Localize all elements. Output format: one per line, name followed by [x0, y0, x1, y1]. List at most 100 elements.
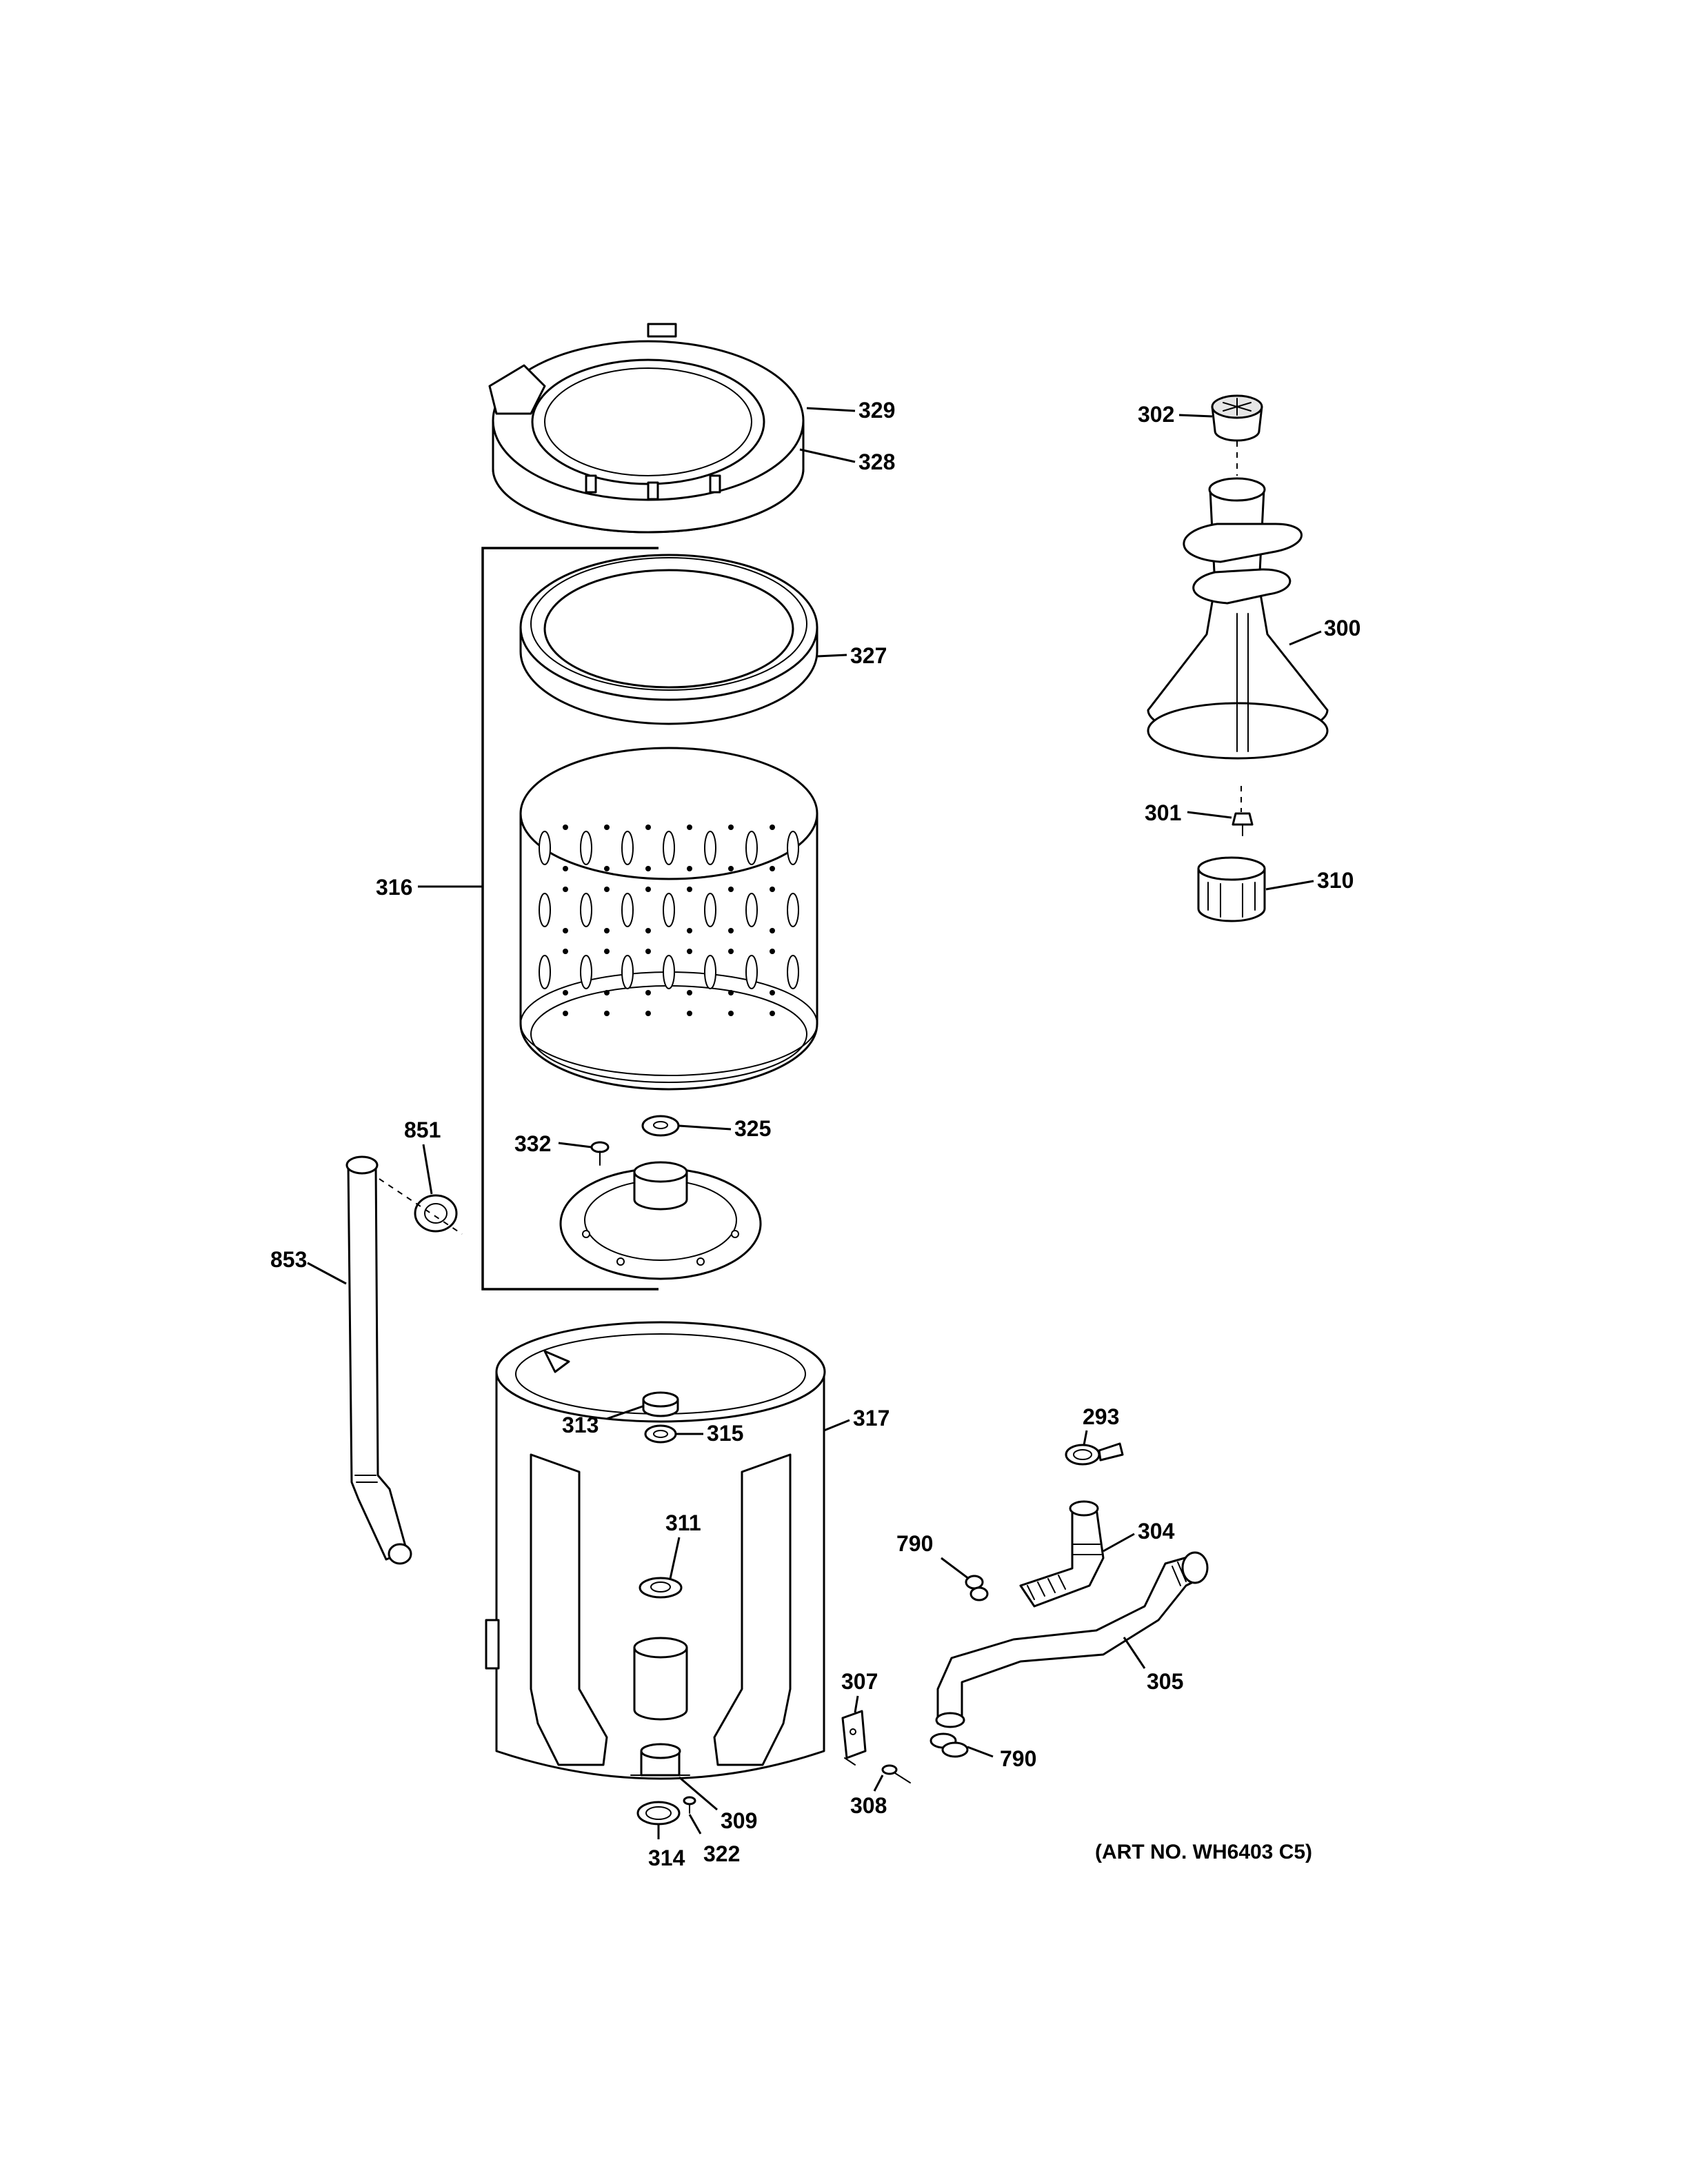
leader-305 — [1123, 1637, 1146, 1669]
basket-slot — [745, 955, 758, 989]
callout-327: 327 — [850, 643, 887, 668]
basket-slot — [539, 831, 551, 865]
callout-851: 851 — [404, 1118, 441, 1142]
hub-seal-part-311 — [639, 1577, 683, 1599]
basket-slot — [745, 831, 758, 865]
leader-332 — [558, 1142, 592, 1149]
callout-313: 313 — [562, 1413, 599, 1437]
callout-322: 322 — [703, 1841, 740, 1866]
basket-perforation — [770, 866, 775, 871]
basket-slot — [787, 955, 799, 989]
basket-slot — [704, 831, 716, 865]
callout-310: 310 — [1317, 868, 1354, 893]
basket-perforation — [770, 928, 775, 933]
siphon-hose-part-853 — [345, 1155, 412, 1565]
drain-hose-part-304 — [1019, 1500, 1105, 1608]
basket-perforation — [563, 949, 568, 954]
callout-309: 309 — [721, 1808, 757, 1833]
basket-perforation — [645, 825, 651, 830]
drain-hose-part-305 — [935, 1551, 1209, 1728]
bearing-part-313 — [642, 1391, 679, 1417]
callout-328: 328 — [858, 449, 895, 474]
basket-perforation — [770, 825, 775, 830]
basket-slot — [580, 893, 592, 927]
callout-301: 301 — [1145, 800, 1181, 825]
basket-perforation — [645, 990, 651, 995]
basket-perforation — [604, 866, 610, 871]
callout-853: 853 — [270, 1247, 307, 1272]
callout-790-lower: 790 — [1000, 1746, 1036, 1771]
screw-part-332 — [590, 1141, 610, 1166]
basket-perforation — [645, 928, 651, 933]
callout-300: 300 — [1324, 616, 1360, 640]
basket-perforation — [645, 887, 651, 892]
leader-851 — [422, 1144, 433, 1195]
leader-790-upper — [941, 1557, 969, 1580]
bracket-part-307 — [841, 1710, 867, 1766]
basket-slot — [621, 955, 634, 989]
basket-perforation — [728, 990, 734, 995]
basket-perforation — [770, 887, 775, 892]
basket-perforation — [687, 1011, 692, 1016]
basket-perforation — [563, 928, 568, 933]
leader-853 — [307, 1262, 347, 1285]
leader-304 — [1103, 1533, 1135, 1553]
basket-slot — [580, 831, 592, 865]
basket-perforation — [728, 825, 734, 830]
leader-293 — [1083, 1430, 1088, 1446]
basket-perforation — [687, 887, 692, 892]
agitator-part-300 — [1147, 477, 1329, 760]
wash-basket-part-316 — [519, 747, 818, 1091]
basket-perforation — [563, 887, 568, 892]
basket-perforation — [604, 887, 610, 892]
basket-perforation — [645, 866, 651, 871]
clamp-part-790-upper — [965, 1575, 989, 1601]
basket-perforation — [563, 825, 568, 830]
leader-301 — [1187, 811, 1232, 819]
basket-slot — [663, 831, 675, 865]
callout-311: 311 — [665, 1510, 701, 1535]
grommet-part-851 — [414, 1194, 458, 1233]
basket-slot — [704, 955, 716, 989]
callout-790-upper: 790 — [896, 1531, 933, 1556]
leader-309 — [679, 1776, 718, 1811]
seal-part-315 — [644, 1424, 677, 1444]
callout-329: 329 — [858, 398, 895, 423]
callout-315: 315 — [707, 1421, 743, 1446]
basket-perforation — [645, 949, 651, 954]
basket-perforation — [645, 1011, 651, 1016]
callout-307: 307 — [841, 1669, 878, 1694]
callout-314: 314 — [648, 1846, 685, 1870]
basket-slot — [621, 893, 634, 927]
basket-perforation — [728, 928, 734, 933]
basket-perforation — [687, 825, 692, 830]
basket-perforation — [687, 928, 692, 933]
balance-ring-part-327 — [519, 554, 818, 725]
basket-perforation — [563, 990, 568, 995]
callout-332: 332 — [514, 1131, 551, 1156]
leader-317 — [823, 1419, 850, 1432]
hub-plate — [559, 1161, 762, 1280]
leader-328 — [799, 448, 856, 463]
leader-308 — [873, 1775, 884, 1792]
agitator-cap-part-302 — [1211, 394, 1263, 442]
leader-327 — [816, 654, 847, 658]
basket-slot — [663, 893, 675, 927]
leader-313 — [606, 1405, 643, 1420]
basket-slot — [704, 893, 716, 927]
basket-perforation — [604, 1011, 610, 1016]
leader-307 — [854, 1695, 859, 1713]
basket-perforation — [770, 990, 775, 995]
basket-slot — [539, 955, 551, 989]
clamp-part-790-lower — [930, 1732, 969, 1758]
leader-329 — [806, 407, 856, 412]
basket-slot — [621, 831, 634, 865]
basket-perforation — [770, 1011, 775, 1016]
basket-perforation — [604, 990, 610, 995]
basket-perforation — [563, 866, 568, 871]
callout-316: 316 — [376, 875, 412, 900]
basket-slot — [580, 955, 592, 989]
leader-790-lower — [967, 1746, 994, 1758]
basket-perforation — [728, 949, 734, 954]
callout-317: 317 — [853, 1406, 890, 1430]
